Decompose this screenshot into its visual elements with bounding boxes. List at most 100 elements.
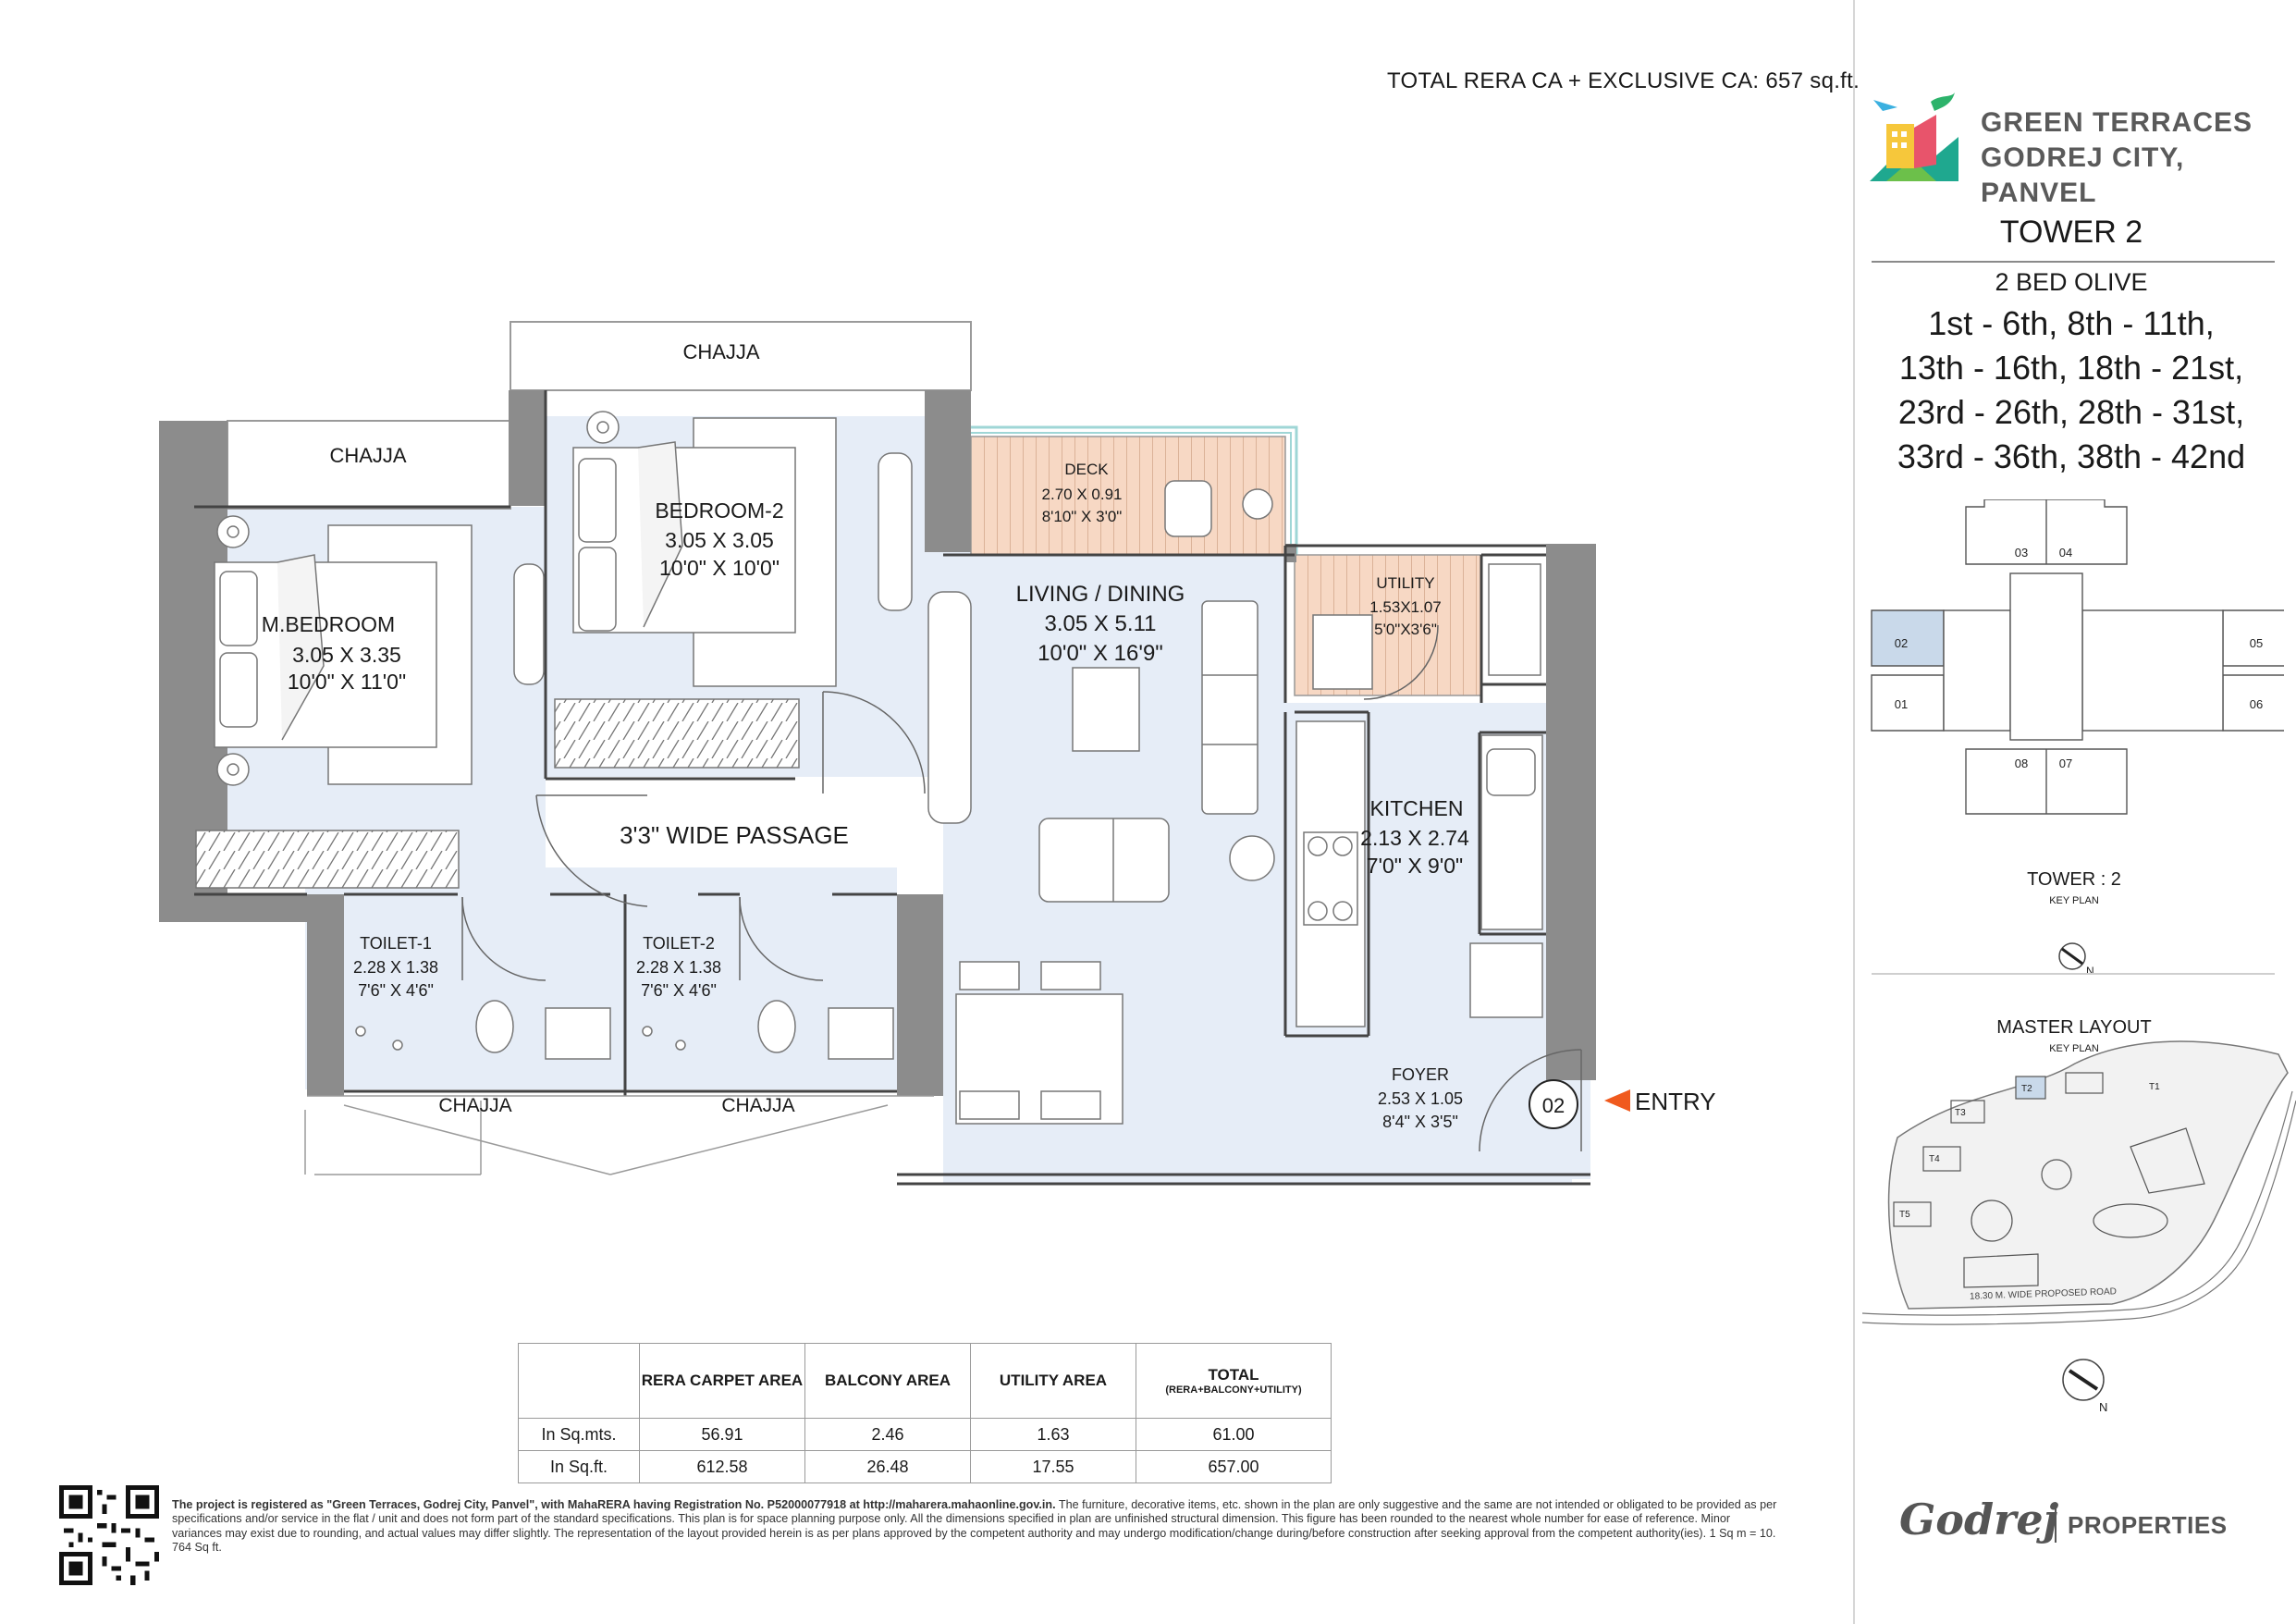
chajja-label: CHAJJA [682,340,759,363]
total-area-text: TOTAL RERA CA + EXCLUSIVE CA: 657 sq.ft. [1387,68,1860,93]
chajja-label: CHAJJA [438,1095,511,1116]
header-utility: UTILITY AREA [970,1343,1136,1419]
room-labels: M.BEDROOM 3.05 X 3.35 10'0" X 11'0" BEDR… [262,340,1469,1131]
toilet1-imperial: 7'6" X 4'6" [358,981,434,1000]
panel-rule [1872,973,2275,975]
keyplan-title: TOWER : 2 [2027,869,2121,890]
wall-lines [194,390,1590,1186]
unit-badge: 02 [1529,1079,1578,1129]
header-total-note: (RERA+BALCONY+UTILITY) [1165,1384,1302,1396]
table-row: In Sq.mts. 56.91 2.46 1.63 61.00 [518,1418,1332,1451]
area-table-corner [518,1343,640,1419]
wardrobes [195,698,800,889]
godrej-properties-label: PROPERTIES [2068,1511,2228,1539]
toilet1-name: TOILET-1 [360,934,432,953]
bedroom2-imperial: 10'0" X 10'0" [659,556,780,580]
utility-name: UTILITY [1376,574,1434,592]
table-cell: 657.00 [1136,1450,1332,1483]
kitchen-metric: 2.13 X 2.74 [1360,826,1469,850]
tower-title: TOWER 2 [1999,215,2143,250]
walls [159,390,1596,1096]
table-cell: 612.58 [639,1450,805,1483]
master-bed [214,515,545,786]
table-row: In Sq.ft. 612.58 26.48 17.55 657.00 [518,1450,1332,1483]
table-cell: 61.00 [1136,1418,1332,1451]
keyplan-unit-label: 03 [2015,546,2028,560]
master-tower-label: T3 [1955,1108,1966,1118]
compass-north-label: N [2086,965,2094,978]
header-rera-carpet: RERA CARPET AREA [639,1343,805,1419]
foyer-imperial: 8'4" X 3'5" [1382,1113,1458,1131]
table-cell: 26.48 [804,1450,971,1483]
qr-code-icon [59,1485,159,1585]
table-cell: 17.55 [970,1450,1136,1483]
deck-imperial: 8'10" X 3'0" [1042,508,1123,525]
compass-icon: N [2062,1359,2107,1414]
area-table: RERA CARPET AREA BALCONY AREA UTILITY AR… [518,1343,1332,1483]
table-cell: 1.63 [970,1418,1136,1451]
master-tower-label: T5 [1899,1210,1910,1220]
master-tower-label: T1 [2149,1082,2160,1092]
disclaimer-body: The furniture, decorative items, etc. sh… [172,1498,1777,1555]
floor-range: 23rd - 26th, 28th - 31st, [1897,393,2245,431]
disclaimer-registration: The project is registered as "Green Terr… [172,1498,1056,1511]
entry-label: ENTRY [1635,1088,1716,1115]
floor-range: 33rd - 36th, 38th - 42nd [1897,437,2246,475]
toilet2-name: TOILET-2 [643,934,715,953]
toilet2-metric: 2.28 X 1.38 [636,958,721,977]
kitchen-fixtures [1295,563,1543,1027]
toilet-fixtures [355,1000,894,1060]
master-tower-label: T4 [1929,1154,1940,1164]
toilet1-metric: 2.28 X 1.38 [353,958,438,977]
m-bedroom-name: M.BEDROOM [262,612,395,636]
tower-key-plan: 01 02 03 04 05 06 07 08 [1871,499,2284,815]
brand-name: GREEN TERRACES GODREJ CITY, PANVEL [1981,105,2296,211]
header-balcony: BALCONY AREA [804,1343,971,1419]
godrej-logo: Godrej [1899,1495,2059,1544]
unit-number: 02 [1542,1094,1565,1117]
panel-divider [1853,0,1855,1624]
master-layout-title: MASTER LAYOUT [1996,1017,2152,1038]
header-total-label: TOTAL [1208,1366,1259,1384]
table-cell: 2.46 [804,1418,971,1451]
keyplan-unit-label: 08 [2015,757,2028,770]
foyer-metric: 2.53 X 1.05 [1378,1089,1463,1108]
deck-metric: 2.70 X 0.91 [1042,486,1123,503]
bedroom2-metric: 3.05 X 3.05 [665,528,774,552]
toilet2-imperial: 7'6" X 4'6" [641,981,717,1000]
living-furniture [927,480,1275,1125]
m-bedroom-imperial: 10'0" X 11'0" [288,670,406,694]
floor-range: 1st - 6th, 8th - 11th, [1928,304,2215,342]
chajja-label: CHAJJA [329,444,406,467]
living-name: LIVING / DINING [1016,582,1185,607]
keyplan-unit-label: 04 [2059,546,2072,560]
tower-rule [1872,261,2275,263]
green-terraces-logo-icon [1870,92,1958,181]
brand-line2: GODREJ CITY, PANVEL [1981,142,2185,208]
floor-range: 13th - 16th, 18th - 21st, [1898,349,2244,387]
compass-icon: N [2058,942,2094,978]
table-cell: 56.91 [639,1418,805,1451]
kitchen-imperial: 7'0" X 9'0" [1367,854,1463,878]
deck-floor [970,436,1286,556]
living-metric: 3.05 X 5.11 [1045,611,1157,636]
godrej-separator [2055,1504,2057,1543]
keyplan-unit-label: 05 [2250,636,2263,650]
disclaimer-text: The project is registered as "Green Terr… [172,1498,1781,1556]
unit-type: 2 BED OLIVE [1995,268,2148,296]
entry-arrow-icon [1604,1089,1630,1112]
utility-imperial: 5'0"X3'6" [1374,621,1437,638]
bedroom2-bed [572,411,913,687]
keyplan-subtitle: KEY PLAN [2049,895,2099,906]
row-unit-label: In Sq.ft. [518,1450,640,1483]
passage-label: 3'3" WIDE PASSAGE [620,821,849,849]
utility-metric: 1.53X1.07 [1369,598,1442,616]
bedroom2-name: BEDROOM-2 [655,498,783,523]
chajja-label: CHAJJA [721,1095,794,1116]
kitchen-name: KITCHEN [1370,796,1464,820]
deck-name: DECK [1064,461,1109,478]
door-swings [461,624,1582,1152]
brand-line1: GREEN TERRACES [1981,107,2253,138]
keyplan-unit-label: 07 [2059,757,2072,770]
